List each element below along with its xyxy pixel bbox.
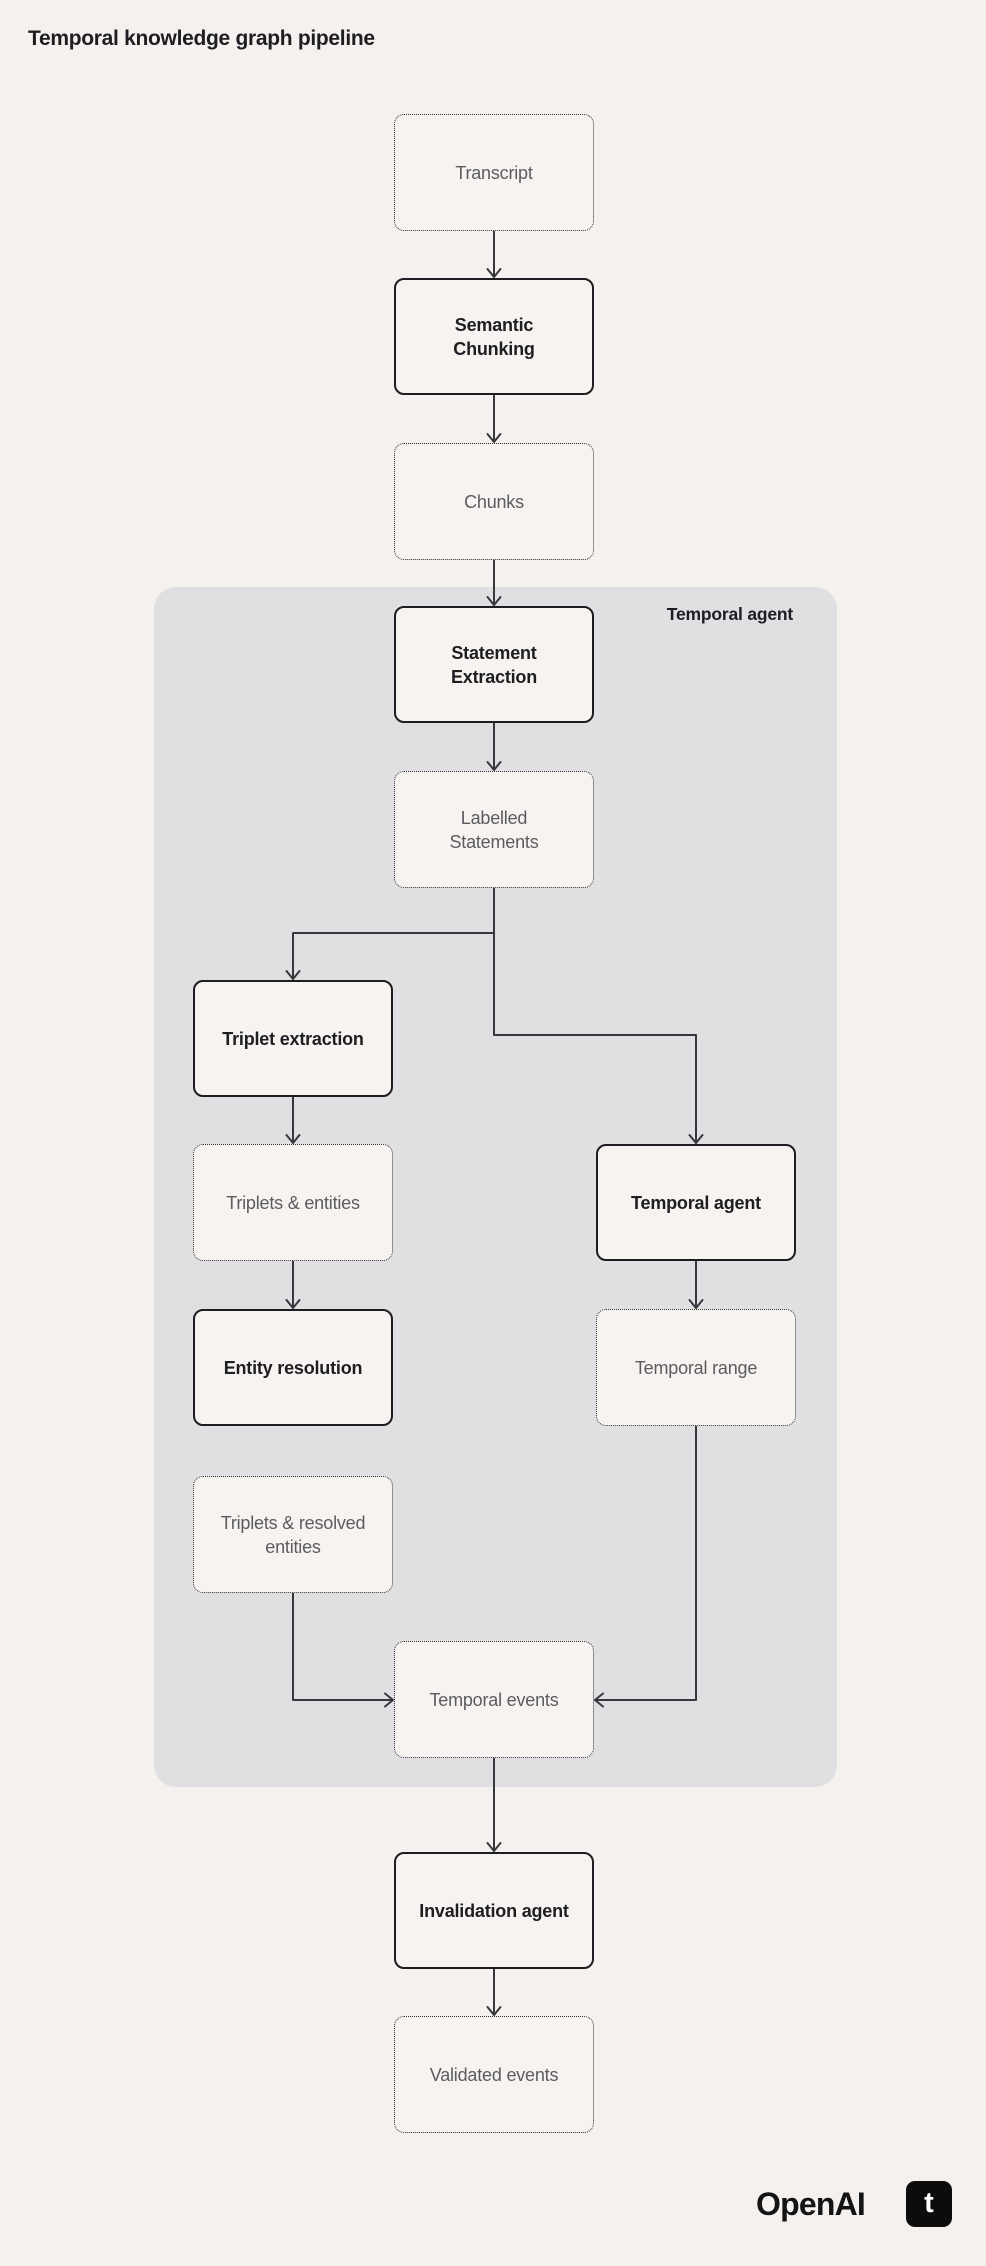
node-invalidation-agent: Invalidation agent <box>394 1852 594 1969</box>
node-transcript-label: Transcript <box>455 162 533 183</box>
node-triplet-extraction: Triplet extraction <box>193 980 393 1097</box>
node-entity-resolution: Entity resolution <box>193 1309 393 1426</box>
node-chunks: Chunks <box>394 443 594 560</box>
node-semantic-chunking: Semantic Chunking <box>394 278 594 395</box>
node-temporal-range: Temporal range <box>596 1309 796 1426</box>
node-entity-resolution-label: Entity resolution <box>223 1357 363 1378</box>
node-temporal-agent-label: Temporal agent <box>631 1192 761 1213</box>
node-labelled-statements-label: Labelled Statements <box>449 807 539 852</box>
page-title: Temporal knowledge graph pipeline <box>28 27 375 50</box>
node-triplets-entities: Triplets & entities <box>193 1144 393 1261</box>
node-invalidation-agent-label: Invalidation agent <box>419 1900 569 1921</box>
node-temporal-events: Temporal events <box>394 1641 594 1758</box>
node-temporal-range-label: Temporal range <box>634 1357 758 1378</box>
node-triplets-resolved-entities: Triplets & resolved entities <box>193 1476 393 1593</box>
temporal-agent-group-label: Temporal agent <box>666 604 793 624</box>
node-temporal-events-label: Temporal events <box>429 1689 559 1710</box>
node-triplets-entities-label: Triplets & entities <box>226 1192 360 1213</box>
node-chunks-label: Chunks <box>464 491 524 512</box>
node-statement-extraction-label: Statement Extraction <box>450 642 538 687</box>
tines-logo-letter: t <box>924 2186 934 2219</box>
openai-logo: OpenAI <box>756 2186 866 2222</box>
tines-logo: t <box>906 2181 952 2227</box>
node-validated-events: Validated events <box>394 2016 594 2133</box>
node-semantic-chunking-label: Semantic Chunking <box>453 314 535 359</box>
node-transcript: Transcript <box>394 114 594 231</box>
node-validated-events-label: Validated events <box>429 2064 559 2085</box>
node-statement-extraction: Statement Extraction <box>394 606 594 723</box>
node-temporal-agent: Temporal agent <box>596 1144 796 1261</box>
node-triplet-extraction-label: Triplet extraction <box>222 1028 364 1049</box>
node-labelled-statements: Labelled Statements <box>394 771 594 888</box>
node-triplets-resolved-entities-label: Triplets & resolved entities <box>220 1512 366 1557</box>
